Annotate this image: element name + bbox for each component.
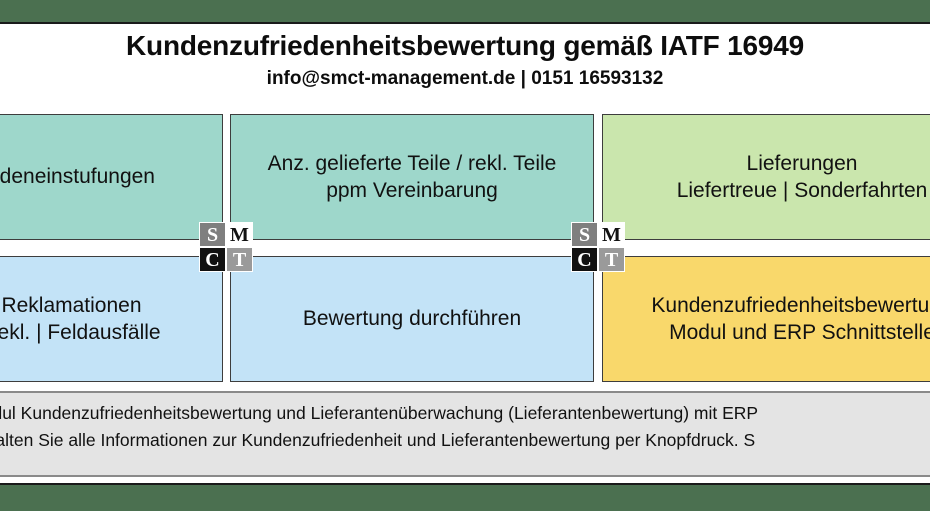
top-green-band <box>0 0 930 24</box>
description-line-3: an. <box>0 453 930 475</box>
box-line-1: Anz. gelieferte Teile / rekl. Teile <box>267 151 557 175</box>
box-line-1: ndeneinstufungen <box>0 165 155 189</box>
description-panel: ren Modul Kundenzufriedenheitsbewertung … <box>0 391 930 477</box>
box-line-2: Rekl. | Feldausfälle <box>0 321 161 344</box>
logo-letter-s: S <box>199 222 226 247</box>
box-line-2: ppm Vereinbarung <box>326 179 498 202</box>
slide-header: Kundenzufriedenheitsbewertung gemäß IATF… <box>0 24 930 108</box>
box-kundeneinstufungen[interactable]: ndeneinstufungen <box>0 114 223 240</box>
box-text: ndeneinstufungen <box>0 163 155 190</box>
box-lieferungen[interactable]: Lieferungen Liefertreue | Sonderfahrten <box>602 114 930 240</box>
description-line-2: elle erhalten Sie alle Informationen zur… <box>0 429 756 450</box>
box-line-1: Bewertung durchführen <box>302 307 522 331</box>
page-title: Kundenzufriedenheitsbewertung gemäß IATF… <box>126 30 804 61</box>
box-line-2: Liefertreue | Sonderfahrten <box>676 179 928 202</box>
box-bewertung-durchfuehren[interactable]: Bewertung durchführen <box>230 256 594 382</box>
box-text: Bewertung durchführen <box>303 305 521 332</box>
bottom-green-band <box>0 483 930 511</box>
box-line-1: Kundenzufriedenheitsbewertung <box>651 293 930 317</box>
box-erp-schnittstelle[interactable]: Bewertung durchführen Kundenzufriedenhei… <box>602 256 930 382</box>
logo-letter-m: M <box>226 222 253 247</box>
box-gelieferte-teile[interactable]: Anz. gelieferte Teile / rekl. Teile ppm … <box>230 114 594 240</box>
box-text: Bewertung durchführen Kundenzufriedenhei… <box>651 292 930 347</box>
box-text: Anz. gelieferte Teile / rekl. Teile ppm … <box>268 150 557 205</box>
smct-logo-icon: S M C T <box>199 222 253 272</box>
logo-letter-c: C <box>199 247 226 272</box>
logo-letter-t: T <box>226 247 253 272</box>
logo-letter-t: T <box>598 247 625 272</box>
box-text: Reklamationen Rekl. | Feldausfälle <box>0 292 161 347</box>
smct-logo-icon: S M C T <box>571 222 625 272</box>
logo-letter-m: M <box>598 222 625 247</box>
description-line-1: ren Modul Kundenzufriedenheitsbewertung … <box>0 403 759 423</box>
logo-letter-c: C <box>571 247 598 272</box>
logo-letter-s: S <box>571 222 598 247</box>
contact-info: info@smct-management.de | 0151 16593132 <box>266 68 664 89</box>
box-line-1: Lieferungen <box>746 151 858 175</box>
box-reklamationen[interactable]: Reklamationen Rekl. | Feldausfälle <box>0 256 223 382</box>
box-text: Lieferungen Liefertreue | Sonderfahrten <box>677 150 928 205</box>
box-line-2: Modul und ERP Schnittstelle <box>669 321 930 344</box>
box-line-1: Reklamationen <box>1 293 142 317</box>
